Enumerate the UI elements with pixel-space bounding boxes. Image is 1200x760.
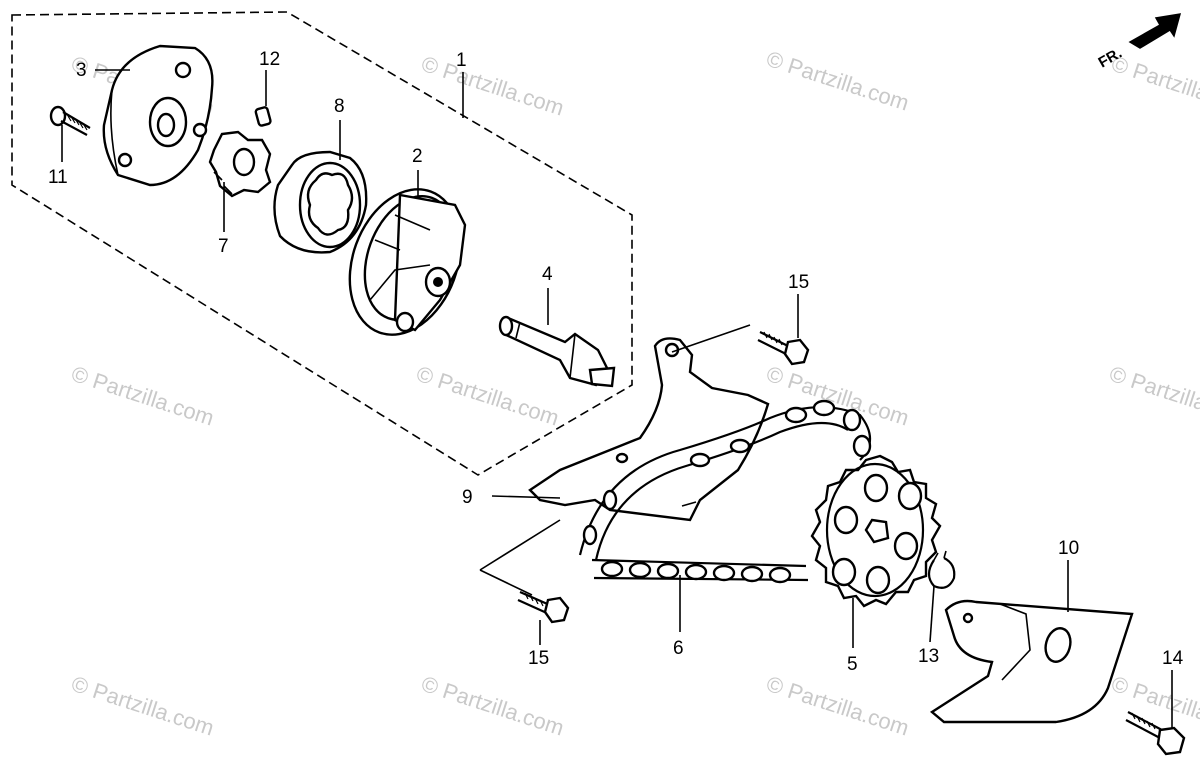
callout-6: 6 <box>673 638 684 659</box>
watermark: © Partzilla.com <box>1108 51 1200 121</box>
callout-2: 2 <box>412 146 423 167</box>
callout-14: 14 <box>1162 648 1184 669</box>
front-direction-arrow-icon <box>1128 13 1182 49</box>
part-11-bolt <box>49 105 91 136</box>
watermark: © Partzilla.com <box>763 671 912 741</box>
watermark: © Partzilla.com <box>413 361 562 431</box>
watermark: © Partzilla.com <box>418 671 567 741</box>
assembly-boundary <box>11 11 633 476</box>
watermark: © Partzilla.com <box>68 671 217 741</box>
callout-labels: 1 2 3 4 5 6 7 8 9 10 11 12 13 14 15 15 <box>48 49 1184 675</box>
part-14-bolt <box>1125 711 1186 756</box>
part-12-dowel-pin <box>254 106 272 127</box>
part-3-pump-cover <box>102 44 214 187</box>
callout-15-upper: 15 <box>788 272 809 293</box>
watermark: © Partzilla.com <box>763 46 912 116</box>
watermark: © Partzilla.com <box>1106 361 1200 431</box>
callout-1: 1 <box>456 50 467 71</box>
callout-7: 7 <box>218 236 229 257</box>
part-2-pump-body <box>348 188 467 336</box>
callout-4: 4 <box>542 264 553 285</box>
callout-9: 9 <box>462 487 473 508</box>
callout-15-lower: 15 <box>528 648 549 669</box>
callout-5: 5 <box>847 654 858 675</box>
part-15-bolt-upper <box>757 331 810 366</box>
callout-12: 12 <box>259 49 280 70</box>
callout-10: 10 <box>1058 538 1079 559</box>
callout-8: 8 <box>334 96 345 117</box>
part-13-circlip <box>927 550 956 589</box>
callout-11: 11 <box>48 167 68 188</box>
part-4-pump-shaft <box>498 315 616 388</box>
part-9-chain-guide-plate <box>528 337 770 522</box>
callout-3: 3 <box>76 60 87 81</box>
part-5-driven-sprocket <box>810 454 942 608</box>
watermark: © Partzilla.com <box>1108 671 1200 741</box>
leader-lines <box>61 69 1173 728</box>
part-10-cover-plate <box>929 599 1134 724</box>
watermark: © Partzilla.com <box>68 361 217 431</box>
chain-links <box>582 399 872 584</box>
watermark: © Partzilla.com <box>418 51 567 121</box>
part-7-inner-rotor <box>208 130 272 198</box>
callout-13: 13 <box>918 646 939 667</box>
part-6-drive-chain <box>578 399 872 584</box>
watermark: © Partzilla.com <box>763 361 912 431</box>
part-15-bolt-lower <box>517 590 570 624</box>
part-8-outer-rotor <box>273 150 368 254</box>
